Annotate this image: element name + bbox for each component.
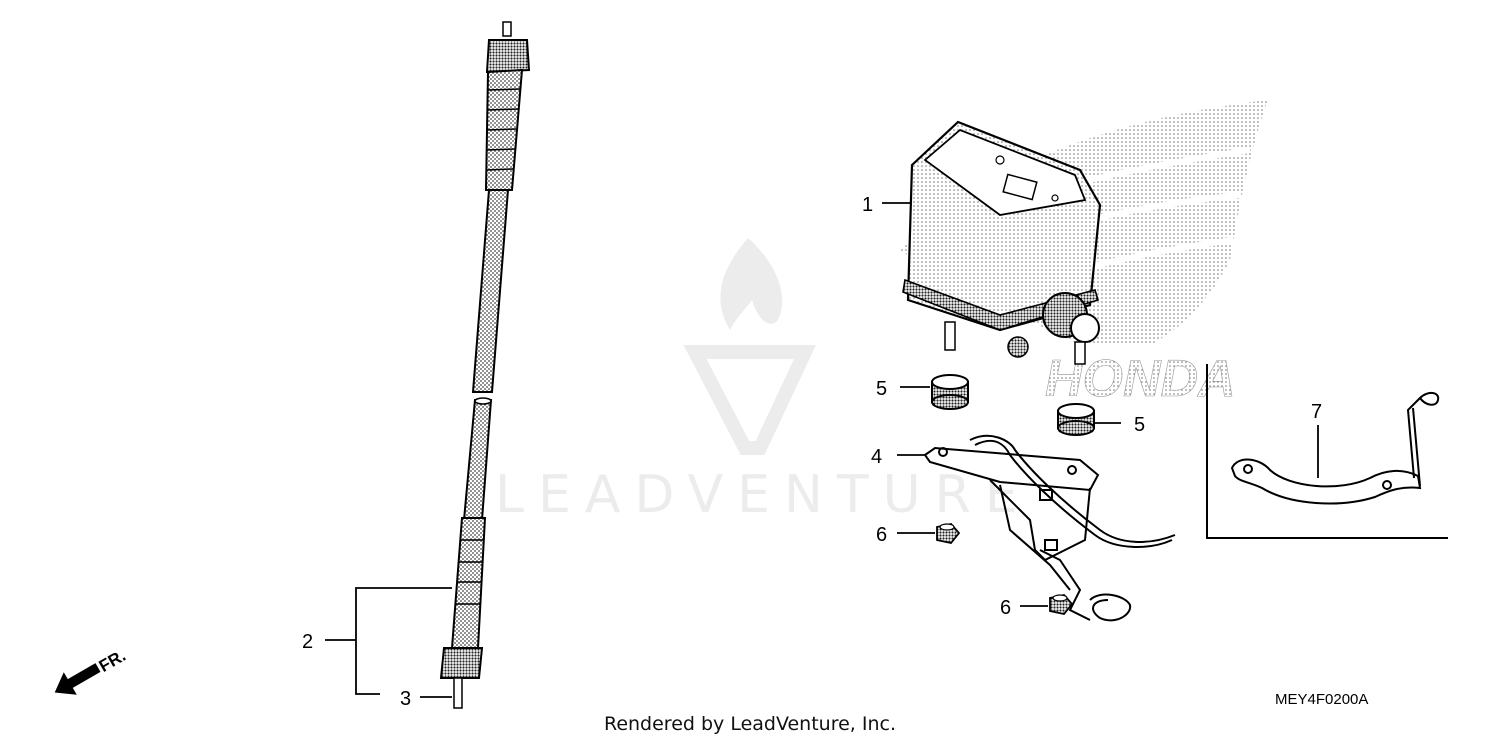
grommet-left — [931, 374, 969, 410]
callout-2: 2 — [302, 631, 313, 653]
nut-right — [1049, 594, 1074, 615]
callout-6-right: 6 — [1000, 597, 1011, 619]
diagram-code: MEY4F0200A — [1275, 691, 1368, 708]
grommet-right — [1057, 403, 1095, 436]
callout-6-left: 6 — [876, 524, 887, 546]
meter-bracket — [923, 434, 1176, 622]
watermark-text: LEADVENTURE — [495, 465, 1032, 525]
callout-5-left: 5 — [876, 378, 887, 400]
callout-4: 4 — [871, 446, 882, 468]
stay-inset — [1206, 364, 1448, 539]
speedometer-cable — [439, 21, 531, 709]
leadventure-watermark-logo — [683, 238, 817, 455]
front-marker-label: FR. — [96, 646, 129, 676]
meter-assembly — [902, 120, 1102, 365]
leader-lines — [325, 202, 1319, 698]
callout-5-right: 5 — [1134, 414, 1145, 436]
nut-left — [936, 523, 961, 544]
callout-1: 1 — [862, 194, 873, 216]
render-credit: Rendered by LeadVenture, Inc. — [603, 713, 897, 735]
callout-7: 7 — [1311, 401, 1322, 423]
callout-3: 3 — [400, 688, 411, 710]
front-direction-arrow: FR. — [54, 646, 129, 695]
